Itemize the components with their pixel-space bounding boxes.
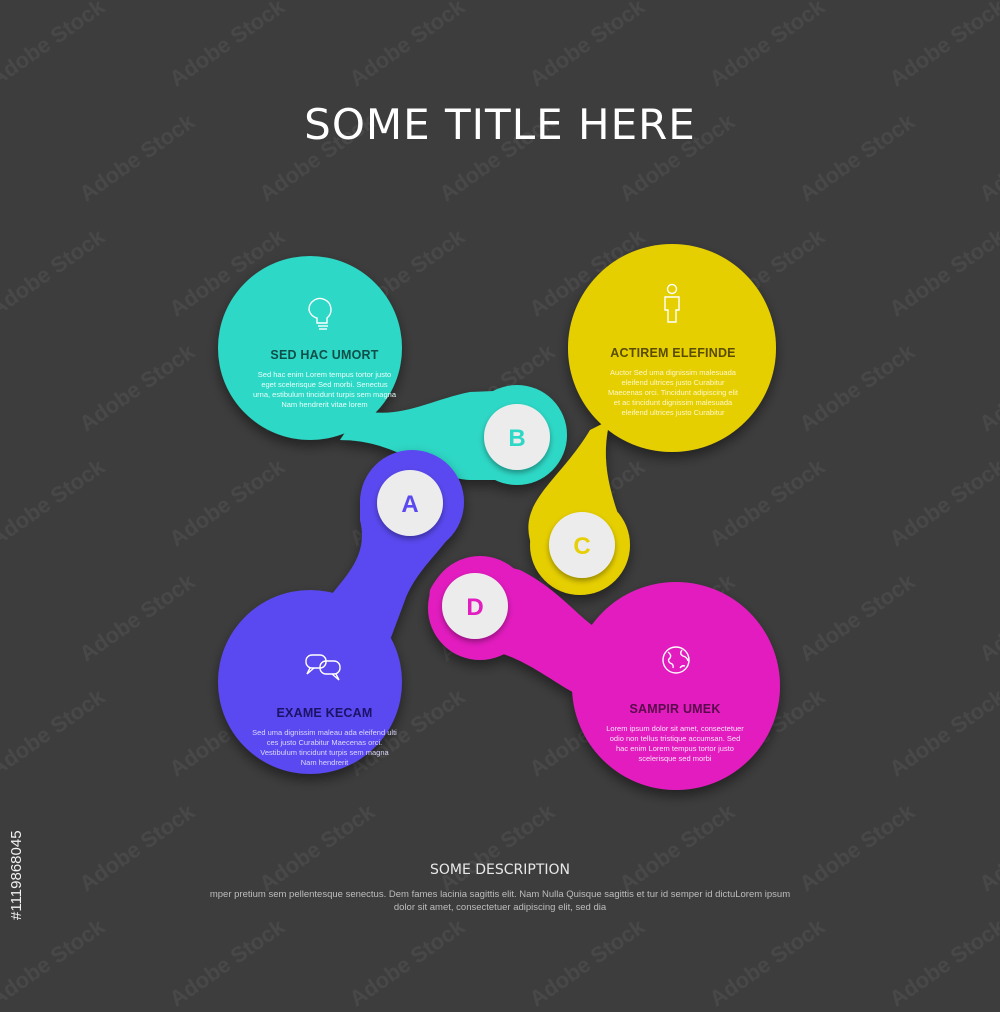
globe-icon bbox=[662, 646, 690, 674]
blob-a-body: Sed uma dignissim maleau ada eleifend ul… bbox=[252, 728, 397, 767]
blob-a-heading: EXAME KECAM bbox=[276, 706, 373, 720]
description-body: mper pretium sem pellentesque senectus. … bbox=[209, 889, 791, 913]
badge-b: B bbox=[484, 404, 550, 470]
person-icon bbox=[664, 283, 680, 323]
description-title: SOME DESCRIPTION bbox=[429, 862, 571, 878]
blob-d-body: Lorem ipsum dolor sit amet, consectetuer… bbox=[606, 724, 744, 763]
badge-d: D bbox=[442, 573, 508, 639]
blob-d-heading: SAMPIR UMEK bbox=[629, 702, 721, 716]
badge-c: C bbox=[549, 512, 615, 578]
speech-bubbles-icon bbox=[305, 654, 341, 681]
blob-a-text: EXAME KECAM Sed uma dignissim maleau ada… bbox=[252, 706, 397, 768]
blob-b-body: Sed hac enim Lorem tempus tortor justo e… bbox=[253, 370, 396, 409]
blob-c-text: ACTIREM ELEFINDE Auctor Sed uma dignissi… bbox=[605, 346, 741, 418]
blob-b-heading: SED HAC UMORT bbox=[270, 348, 379, 362]
badge-c-circle bbox=[549, 512, 615, 578]
blob-b-text: SED HAC UMORT Sed hac enim Lorem tempus … bbox=[252, 348, 397, 410]
badge-b-circle bbox=[484, 404, 550, 470]
badge-a-letter: A bbox=[401, 491, 418, 518]
blob-d-text: SAMPIR UMEK Lorem ipsum dolor sit amet, … bbox=[605, 702, 745, 764]
lightbulb-icon bbox=[308, 297, 332, 330]
badge-b-letter: B bbox=[508, 425, 525, 452]
badge-d-circle bbox=[442, 573, 508, 639]
stock-id: #1119868045 bbox=[8, 830, 25, 920]
page-title: SOME TITLE HERE bbox=[304, 100, 696, 149]
badge-a-circle bbox=[377, 470, 443, 536]
blob-c-body: Auctor Sed uma dignissim malesuada eleif… bbox=[607, 368, 739, 417]
badge-d-letter: D bbox=[466, 594, 483, 621]
badge-c-letter: C bbox=[573, 533, 590, 560]
blob-c-heading: ACTIREM ELEFINDE bbox=[610, 346, 736, 360]
badge-a: A bbox=[377, 470, 443, 536]
